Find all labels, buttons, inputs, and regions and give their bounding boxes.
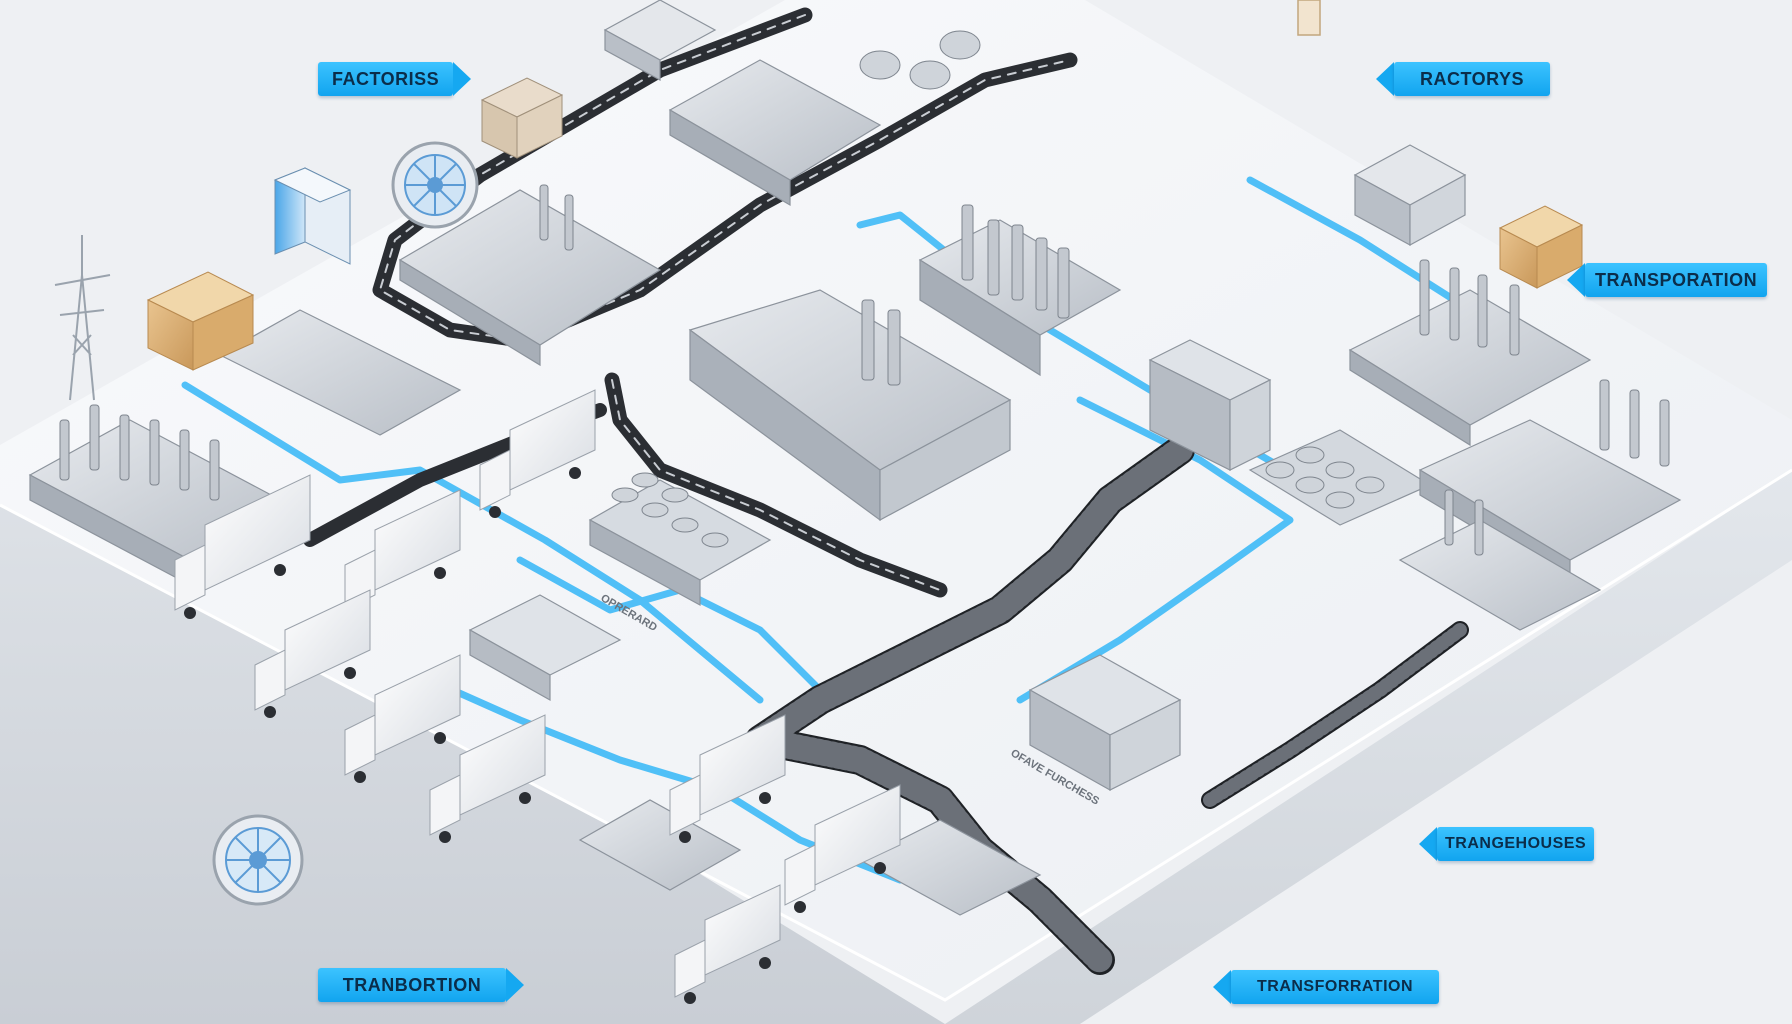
callout-transporation: TRANSPORATION bbox=[1567, 263, 1768, 297]
box-icon bbox=[480, 77, 564, 159]
callout-factories-label: FACTORISS bbox=[318, 62, 454, 96]
arrow-left-icon bbox=[1567, 263, 1585, 297]
callout-factorys-label: RACTORYS bbox=[1394, 62, 1550, 96]
gear-icon bbox=[212, 814, 304, 906]
arrow-left-icon bbox=[1419, 827, 1437, 861]
truck-icon bbox=[174, 474, 311, 619]
gear-icon bbox=[391, 141, 479, 229]
arrow-left-icon bbox=[1376, 62, 1394, 96]
chimneys bbox=[59, 184, 1670, 556]
callout-transporation-label: TRANSPORATION bbox=[1585, 263, 1768, 297]
server-rack-icon bbox=[273, 167, 352, 265]
arrow-left-icon bbox=[1213, 970, 1231, 1004]
power-tower-icon bbox=[1297, 0, 1321, 36]
box-icon bbox=[1498, 205, 1584, 289]
truck-icon bbox=[344, 654, 461, 783]
truck-icon bbox=[674, 884, 781, 1004]
callout-trangehouses: TRANGEHOUSES bbox=[1419, 827, 1595, 861]
factory-block-left-2 bbox=[218, 309, 462, 436]
power-tower-icon bbox=[54, 235, 111, 401]
callout-tranbortion: TRANBORTION bbox=[318, 968, 524, 1002]
box-icon bbox=[146, 271, 255, 371]
truck-icon bbox=[479, 389, 596, 518]
truck-icon bbox=[669, 714, 786, 843]
callout-tranbortion-label: TRANBORTION bbox=[318, 968, 506, 1002]
truck-fleet bbox=[174, 389, 901, 1004]
channel-1 bbox=[181, 381, 764, 704]
callout-trangehouses-label: TRANGEHOUSES bbox=[1437, 827, 1595, 861]
platform-side-right bbox=[945, 470, 1792, 1024]
arrow-right-icon bbox=[453, 62, 472, 96]
callout-factorys: RACTORYS bbox=[1376, 62, 1550, 96]
factory-block-bottom bbox=[858, 819, 1042, 916]
factory-block-bottom-2 bbox=[578, 799, 742, 891]
arrow-right-icon bbox=[506, 968, 524, 1002]
truck-icon bbox=[429, 714, 546, 843]
truck-icon bbox=[254, 589, 371, 718]
storage-tanks bbox=[611, 30, 1385, 548]
callout-factories: FACTORISS bbox=[318, 62, 472, 96]
callout-transforration: TRANSFORRATION bbox=[1213, 970, 1439, 1004]
truck-icon bbox=[784, 784, 901, 913]
callout-transforration-label: TRANSFORRATION bbox=[1231, 970, 1439, 1004]
